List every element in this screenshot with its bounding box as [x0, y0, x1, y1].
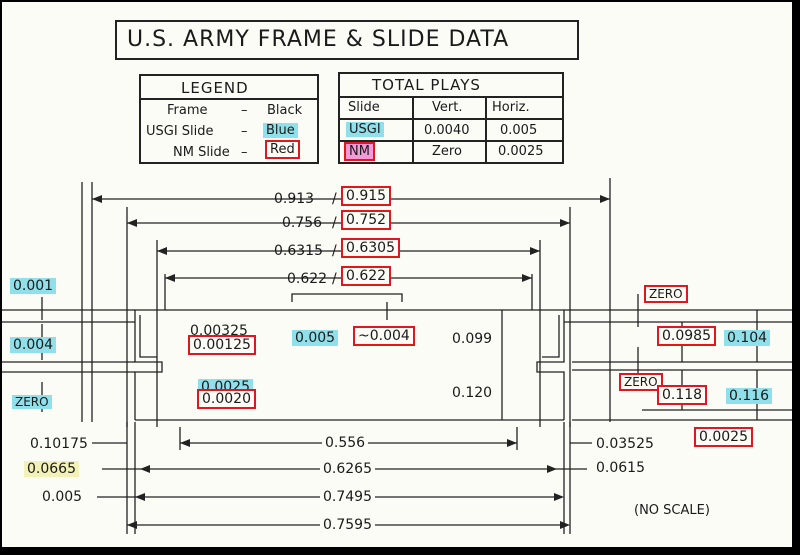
inner-dim-d: ~0.004 [353, 326, 415, 346]
right-zero-top: ZERO [644, 285, 688, 303]
bottom-dim-6: 0.0615 [596, 460, 645, 476]
left-dim-3: ZERO [12, 395, 52, 409]
bottom-dim-2: 0.556 [322, 436, 369, 450]
inner-dim-c: 0.005 [292, 330, 339, 346]
legend-usgi-dash: – [241, 124, 248, 139]
dim-frame-3: 0.6315 [274, 243, 323, 259]
plays-usgi-vert: 0.0040 [424, 123, 470, 138]
page-title: U.S. ARMY FRAME & SLIDE DATA [127, 27, 510, 52]
plays-col-horiz: Horiz. [492, 100, 530, 115]
plays-col-vert: Vert. [432, 100, 463, 115]
inner-dim-e: 0.099 [452, 331, 493, 347]
left-dim-1: 0.001 [10, 278, 57, 294]
dim-nm-4: 0.622 [341, 266, 392, 286]
inner-dim-b: 0.00125 [188, 335, 256, 355]
inner-dim-a: 0.00325 [190, 323, 248, 339]
bottom-dim-5: 0.6265 [320, 462, 375, 476]
right-dim-3: 0.118 [657, 385, 708, 405]
plays-heading: TOTAL PLAYS [372, 76, 481, 94]
plays-col-slide: Slide [348, 100, 380, 115]
dim-nm-1: 0.915 [341, 186, 392, 206]
dim-sep-1: / [332, 191, 337, 207]
plays-usgi-slide: USGI [346, 122, 384, 137]
legend-nm-dash: – [241, 145, 248, 160]
dim-frame-4: 0.622 [287, 271, 328, 287]
scale-note: (NO SCALE) [634, 503, 710, 518]
legend-frame-value: Black [267, 103, 303, 118]
inner-dim-g: 0.0020 [197, 389, 256, 409]
bottom-dim-3: 0.03525 [596, 436, 654, 452]
dim-sep-2: / [332, 215, 337, 231]
dim-sep-3: / [332, 243, 337, 259]
bottom-dim-1: 0.10175 [30, 436, 88, 452]
left-dim-2: 0.004 [10, 337, 57, 353]
title-box: U.S. ARMY FRAME & SLIDE DATA [115, 20, 579, 60]
legend-nm-value: Red [265, 140, 300, 159]
dim-frame-2: 0.756 [282, 215, 323, 231]
bottom-dim-4: 0.0665 [24, 461, 79, 477]
plays-nm-slide: NM [344, 142, 375, 161]
plays-nm-horiz: 0.0025 [498, 144, 544, 159]
legend-usgi-value: Blue [263, 123, 298, 138]
legend-frame-label: Frame [167, 103, 208, 118]
bottom-dim-9: 0.7595 [320, 518, 375, 532]
plays-usgi-horiz: 0.005 [500, 123, 538, 138]
right-dim-2: 0.104 [724, 330, 771, 346]
drawing-sheet: U.S. ARMY FRAME & SLIDE DATA LEGEND Fram… [2, 2, 792, 547]
legend-box: LEGEND Frame – Black USGI Slide – Blue N… [139, 74, 319, 164]
legend-heading: LEGEND [181, 79, 249, 97]
dim-nm-2: 0.752 [341, 210, 392, 230]
plays-nm-vert: Zero [432, 144, 462, 159]
dim-frame-1: 0.913 [274, 191, 315, 207]
right-dim-5: 0.0025 [694, 427, 753, 447]
dimension-drawing [2, 178, 792, 534]
dim-sep-4: / [332, 271, 337, 287]
legend-usgi-label: USGI Slide [146, 124, 214, 139]
legend-nm-label: NM Slide [173, 145, 230, 160]
right-zero-mid: ZERO [619, 373, 663, 391]
bottom-dim-7: 0.005 [42, 489, 83, 505]
legend-frame-dash: – [241, 103, 248, 118]
bottom-dim-8: 0.7495 [320, 490, 375, 504]
inner-dim-h: 0.120 [452, 385, 493, 401]
right-dim-4: 0.116 [726, 388, 773, 404]
right-dim-1: 0.0985 [657, 326, 716, 346]
dim-nm-3: 0.6305 [341, 238, 400, 258]
total-plays-box: TOTAL PLAYS Slide Vert. Horiz. USGI 0.00… [338, 72, 564, 164]
